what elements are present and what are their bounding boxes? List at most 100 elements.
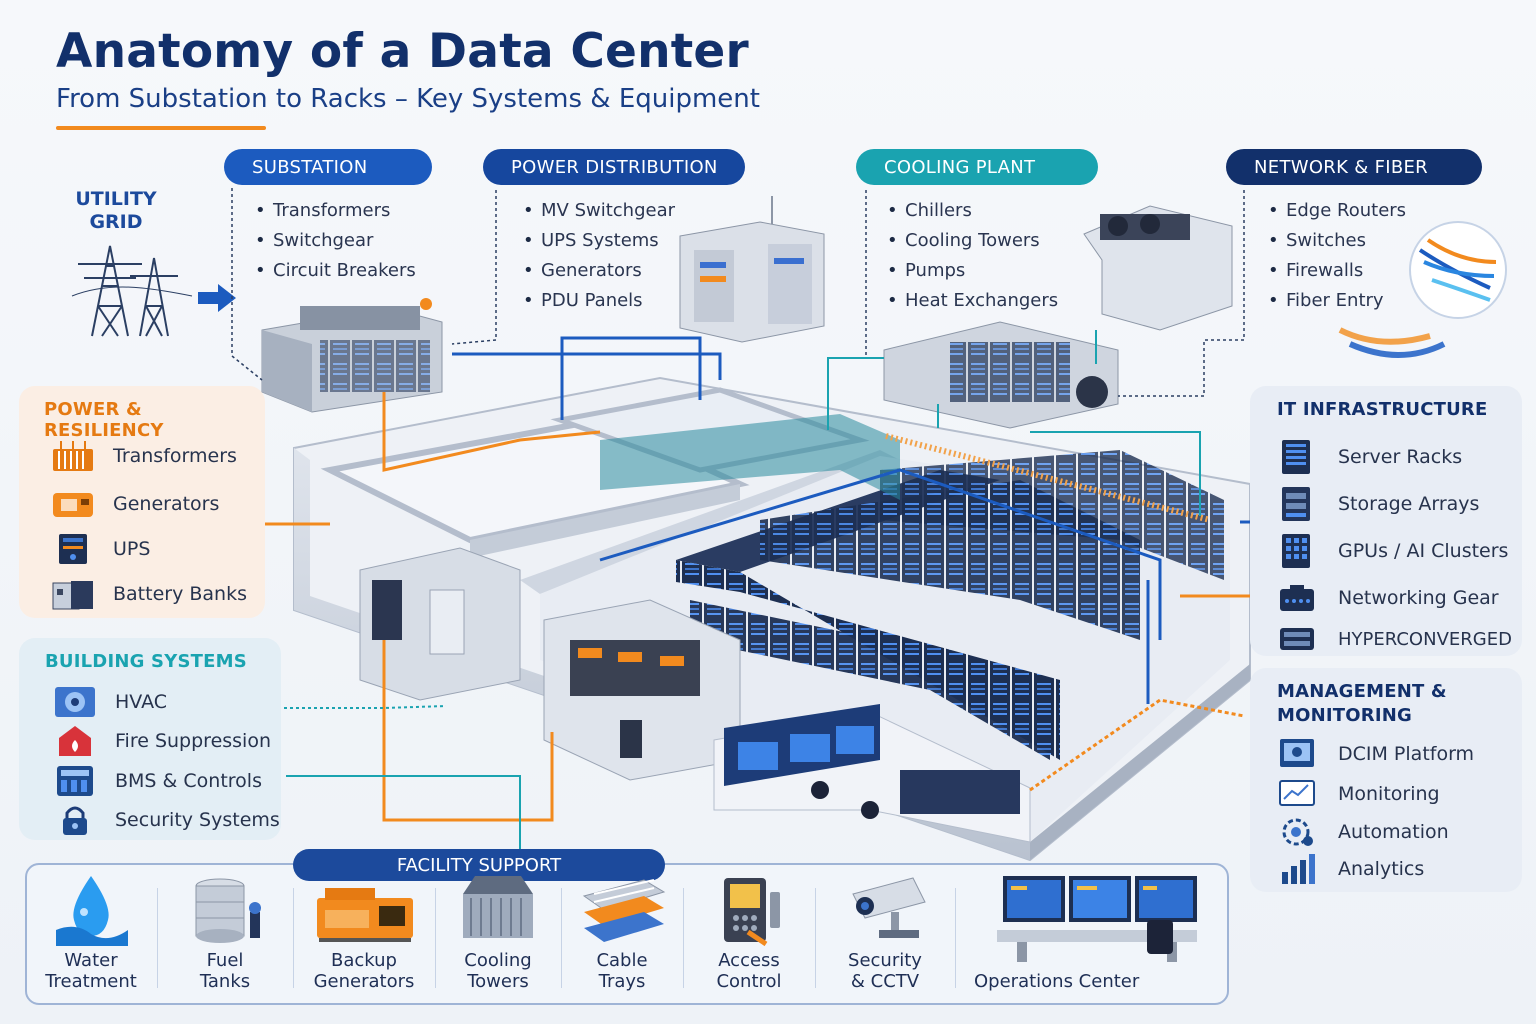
cooling-tower-icon [463, 876, 533, 938]
management-title: MANAGEMENT & MONITORING [1277, 680, 1447, 728]
generator-room [543, 599, 741, 781]
lock-icon [53, 803, 97, 837]
list-item: Firewalls [1268, 256, 1406, 286]
label-line2: Treatment [45, 971, 137, 992]
storage-icon [1276, 487, 1320, 521]
utility-grid-label: UTILITY GRID [64, 188, 168, 234]
network-fiber-list: Edge Routers Switches Firewalls Fiber En… [1268, 196, 1406, 316]
facility-support-pill: FACILITY SUPPORT [293, 849, 665, 881]
label-line1: Fuel [206, 950, 244, 971]
operations-center-icon [997, 876, 1197, 962]
automation-icon [1276, 815, 1320, 849]
cctv-camera-icon [852, 877, 926, 938]
power-resiliency-list: Transformers Generators UPS Battery Bank… [51, 432, 247, 618]
list-item-label: HVAC [115, 691, 167, 713]
list-item: Edge Routers [1268, 196, 1406, 226]
battery-icon [51, 577, 95, 611]
list-item: GPUs / AI Clusters [1276, 528, 1512, 574]
building-systems-title: BUILDING SYSTEMS [45, 651, 247, 672]
substation-list: Transformers Switchgear Circuit Breakers [255, 196, 416, 286]
list-item-label: Generators [113, 493, 220, 515]
list-item: Cooling Towers [887, 226, 1058, 256]
cooling-plant-equipment [883, 205, 1233, 429]
divider [293, 888, 294, 988]
network-fiber-pill: NETWORK & FIBER [1226, 149, 1482, 185]
label-line1: Backup [331, 950, 397, 971]
power-resiliency-panel: POWER & RESILIENCY Transformers Generato… [19, 386, 265, 618]
list-item: Fiber Entry [1268, 286, 1406, 316]
list-item-label: GPUs / AI Clusters [1338, 540, 1509, 562]
server-rack-icon [1276, 440, 1320, 474]
facility-item-operations-center: Operations Center [960, 872, 1224, 998]
management-list: DCIM Platform Monitoring Automation Anal… [1276, 734, 1474, 888]
leader-lines [231, 188, 1245, 397]
list-item-label: Monitoring [1338, 783, 1440, 805]
list-item: Transformers [255, 196, 416, 226]
analytics-icon [1276, 852, 1320, 886]
management-monitoring-panel: MANAGEMENT & MONITORING DCIM Platform Mo… [1250, 668, 1522, 892]
list-item: HVAC [53, 683, 280, 721]
control-room [713, 704, 1031, 843]
divider [955, 888, 956, 988]
list-item: HYPERCONVERGED [1276, 622, 1512, 656]
management-title-line2: MONITORING [1277, 705, 1412, 726]
building-systems-panel: BUILDING SYSTEMS HVAC Fire Suppression B… [19, 638, 281, 840]
it-infrastructure-list: Server Racks Storage Arrays GPUs / AI Cl… [1276, 434, 1512, 656]
list-item-label: Transformers [113, 445, 237, 467]
list-item: Chillers [887, 196, 1058, 226]
divider [561, 888, 562, 988]
list-item: Fire Suppression [53, 721, 280, 761]
dcim-icon [1276, 737, 1320, 771]
list-item: Generators [523, 256, 675, 286]
list-item: Monitoring [1276, 774, 1474, 814]
list-item: Battery Banks [51, 570, 247, 618]
power-distribution-pill: POWER DISTRIBUTION [483, 149, 745, 185]
list-item: BMS & Controls [53, 761, 280, 801]
divider [683, 888, 684, 988]
divider [815, 888, 816, 988]
fire-icon [53, 724, 97, 758]
power-resiliency-title: POWER & RESILIENCY [44, 399, 164, 441]
divider [157, 888, 158, 988]
list-item: PDU Panels [523, 286, 675, 316]
list-item-label: Server Racks [1338, 446, 1463, 468]
gpu-icon [1276, 534, 1320, 568]
cable-tray-icon [582, 879, 666, 942]
it-infrastructure-panel: IT INFRASTRUCTURE Server Racks Storage A… [1250, 386, 1522, 656]
pylon-icon [71, 245, 236, 337]
label-line2: Operations Center [974, 971, 1140, 992]
list-item-label: Networking Gear [1338, 587, 1499, 609]
list-item-label: Storage Arrays [1338, 493, 1480, 515]
list-item-label: Security Systems [115, 809, 280, 831]
list-item: Switchgear [255, 226, 416, 256]
label-line2: & CCTV [850, 971, 920, 992]
list-item-label: Fire Suppression [115, 730, 271, 752]
label-line1: Access [718, 950, 780, 971]
network-gear-icon [1276, 581, 1320, 615]
page-title: Anatomy of a Data Center [56, 24, 749, 79]
label-line1: Water [64, 950, 118, 971]
list-item: DCIM Platform [1276, 734, 1474, 774]
cooling-plant-list: Chillers Cooling Towers Pumps Heat Excha… [887, 196, 1058, 316]
label-line2: Generators [313, 971, 415, 992]
list-item-label: BMS & Controls [115, 770, 262, 792]
title-underline [56, 126, 266, 130]
facility-item-label: Security& CCTV [820, 950, 950, 992]
management-title-line1: MANAGEMENT & [1277, 681, 1447, 702]
label-line2: Trays [598, 971, 646, 992]
bms-icon [53, 764, 97, 798]
monitoring-icon [1276, 777, 1320, 811]
label-line1: Security [848, 950, 922, 971]
label-line1: Cooling [464, 950, 532, 971]
list-item: UPS Systems [523, 226, 675, 256]
list-item-label: UPS [113, 538, 151, 560]
fiber-bundle [1338, 221, 1507, 358]
